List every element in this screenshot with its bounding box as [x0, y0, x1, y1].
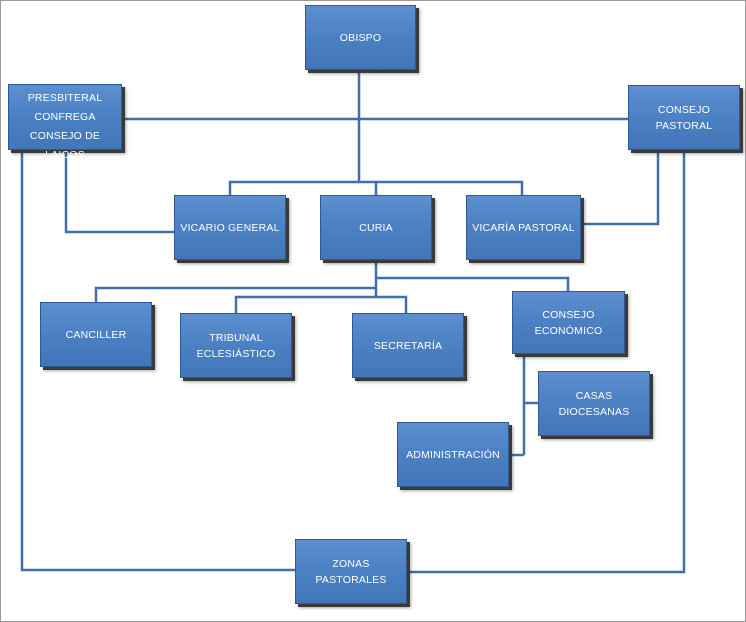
- connector-bus-economico: [376, 276, 570, 291]
- node-vicario-general: VICARIO GENERAL: [174, 195, 286, 260]
- tribunal-line1: TRIBUNAL: [209, 331, 263, 344]
- node-tribunal: TRIBUNAL ECLESIÁSTICO: [180, 313, 292, 378]
- consejo-economico-label: CONSEJO ECONÓMICO: [534, 308, 603, 337]
- node-casas-diocesanas: CASAS DIOCESANAS: [538, 371, 650, 436]
- vicario-general-label: VICARIO GENERAL: [180, 221, 280, 234]
- node-consejos-left: CONSEJO PRESBITERAL CONFREGA CONSEJO DE …: [8, 73, 122, 161]
- node-administracion: ADMINISTRACIÓN: [397, 422, 509, 487]
- vicaria-pastoral-label: VICARÍA PASTORAL: [472, 221, 575, 234]
- node-secretaria: SECRETARÍA: [352, 313, 464, 378]
- node-consejo-pastoral: CONSEJO PASTORAL: [628, 85, 740, 150]
- curia-label: CURIA: [359, 221, 393, 234]
- casas-diocesanas-label: CASAS DIOCESANAS: [558, 389, 630, 418]
- node-zonas-pastorales: ZONAS PASTORALES: [295, 539, 407, 604]
- node-consejo-economico: CONSEJO ECONÓMICO: [512, 291, 625, 354]
- connector-left-zonas: [20, 150, 296, 572]
- node-obispo: OBISPO: [305, 5, 416, 70]
- connector-bus-level3b: [234, 295, 408, 313]
- node-canciller: CANCILLER: [40, 302, 152, 367]
- node-obispo-label: OBISPO: [339, 31, 382, 44]
- administracion-label: ADMINISTRACIÓN: [406, 448, 500, 461]
- canciller-label: CANCILLER: [65, 328, 127, 341]
- node-curia: CURIA: [320, 195, 432, 260]
- confrega-label: CONFREGA: [34, 110, 96, 123]
- secretaria-label: SECRETARÍA: [373, 339, 443, 352]
- connector-right-zonas: [408, 150, 686, 574]
- consejo-presbiteral-label: CONSEJO PRESBITERAL: [27, 72, 103, 104]
- consejo-pastoral-label: CONSEJO PASTORAL: [655, 103, 713, 132]
- connector-pastoral-vicaria: [582, 150, 660, 226]
- consejo-laicos-label: CONSEJO DE LAICOS: [29, 129, 101, 161]
- node-vicaria-pastoral: VICARÍA PASTORAL: [466, 195, 581, 260]
- tribunal-line2: ECLESIÁSTICO: [196, 347, 276, 360]
- zonas-pastorales-label: ZONAS PASTORALES: [315, 557, 387, 586]
- connector-bus-level3a: [94, 286, 376, 303]
- connector-presbiteral-vicario: [64, 152, 175, 234]
